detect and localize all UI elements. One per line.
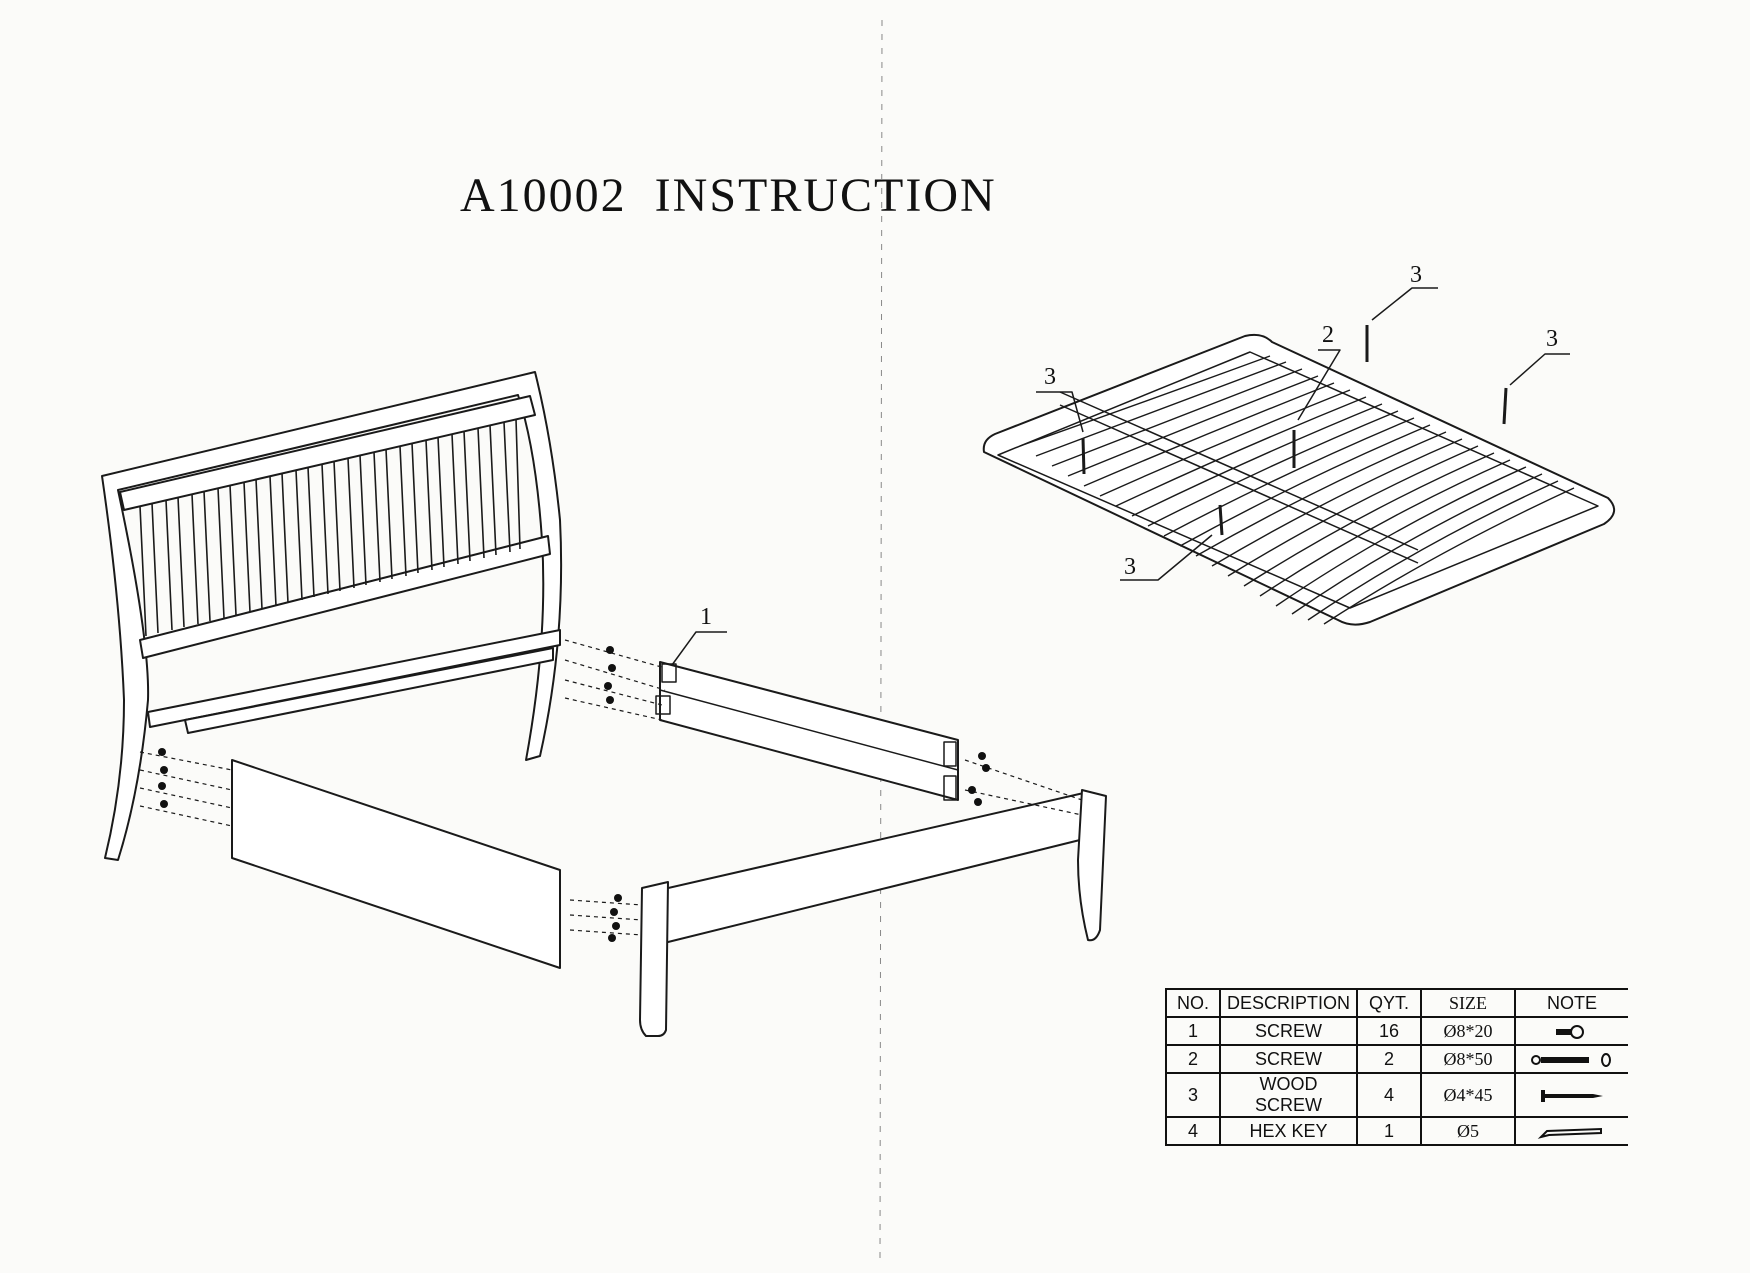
- wood-screw-icon: [1541, 1089, 1604, 1102]
- assembly-guides: [139, 639, 1083, 936]
- cell-note: [1514, 1072, 1629, 1118]
- callout-part-2: 2: [1322, 322, 1334, 348]
- cell-qty: 16: [1356, 1016, 1423, 1046]
- hex-key-icon: [1537, 1127, 1603, 1139]
- callout-part-3-bottom: 3: [1124, 554, 1136, 580]
- cell-no: 2: [1165, 1044, 1221, 1074]
- frame-screws: [1081, 325, 1508, 536]
- callout-part-3-top: 3: [1410, 262, 1422, 288]
- cell-no: 3: [1165, 1072, 1221, 1118]
- fold-line: [879, 19, 883, 1261]
- header-qty: QYT.: [1356, 988, 1423, 1018]
- cell-size: Ø5: [1420, 1116, 1517, 1146]
- callout-part-3-left: 3: [1044, 364, 1056, 390]
- parts-table-header: NO. DESCRIPTION QYT. SIZE NOTE: [1165, 988, 1629, 1018]
- header-size: SIZE: [1420, 988, 1517, 1018]
- slat-frame: [982, 333, 1615, 626]
- cell-description: SCREW: [1218, 1016, 1359, 1046]
- cell-note: [1514, 1044, 1629, 1074]
- cell-qty: 2: [1356, 1044, 1423, 1074]
- cell-note: [1514, 1116, 1629, 1146]
- table-row: 3 WOOD SCREW 4 Ø4*45: [1165, 1072, 1629, 1118]
- screw-long-icon: [1531, 1052, 1612, 1067]
- cell-description: HEX KEY: [1218, 1116, 1359, 1146]
- table-row: 4 HEX KEY 1 Ø5: [1165, 1116, 1629, 1146]
- cell-size: Ø8*20: [1420, 1016, 1517, 1046]
- callout-part-1: 1: [700, 604, 712, 630]
- cell-qty: 1: [1356, 1116, 1423, 1146]
- cell-size: Ø8*50: [1420, 1044, 1517, 1074]
- cell-no: 1: [1165, 1016, 1221, 1046]
- cell-note: [1514, 1016, 1629, 1046]
- screw-set: [158, 646, 990, 942]
- callout-leaders: [671, 287, 1570, 666]
- table-row: 2 SCREW 2 Ø8*50: [1165, 1044, 1629, 1074]
- cell-size: Ø4*45: [1420, 1072, 1517, 1118]
- cell-description: SCREW: [1218, 1044, 1359, 1074]
- side-rail: [655, 661, 959, 801]
- header-no: NO.: [1165, 988, 1221, 1018]
- screw-short-icon: [1556, 1024, 1585, 1039]
- table-row: 1 SCREW 16 Ø8*20: [1165, 1016, 1629, 1046]
- cell-description: WOOD SCREW: [1218, 1072, 1359, 1118]
- headboard: [101, 371, 563, 861]
- header-description: DESCRIPTION: [1218, 988, 1359, 1018]
- footboard: [231, 759, 1107, 1037]
- parts-table: NO. DESCRIPTION QYT. SIZE NOTE 1 SCREW 1…: [1165, 988, 1629, 1146]
- cell-no: 4: [1165, 1116, 1221, 1146]
- cell-qty: 4: [1356, 1072, 1423, 1118]
- callout-part-3-right: 3: [1546, 326, 1558, 352]
- header-note: NOTE: [1514, 988, 1629, 1018]
- page-title: A10002 INSTRUCTION: [460, 169, 997, 222]
